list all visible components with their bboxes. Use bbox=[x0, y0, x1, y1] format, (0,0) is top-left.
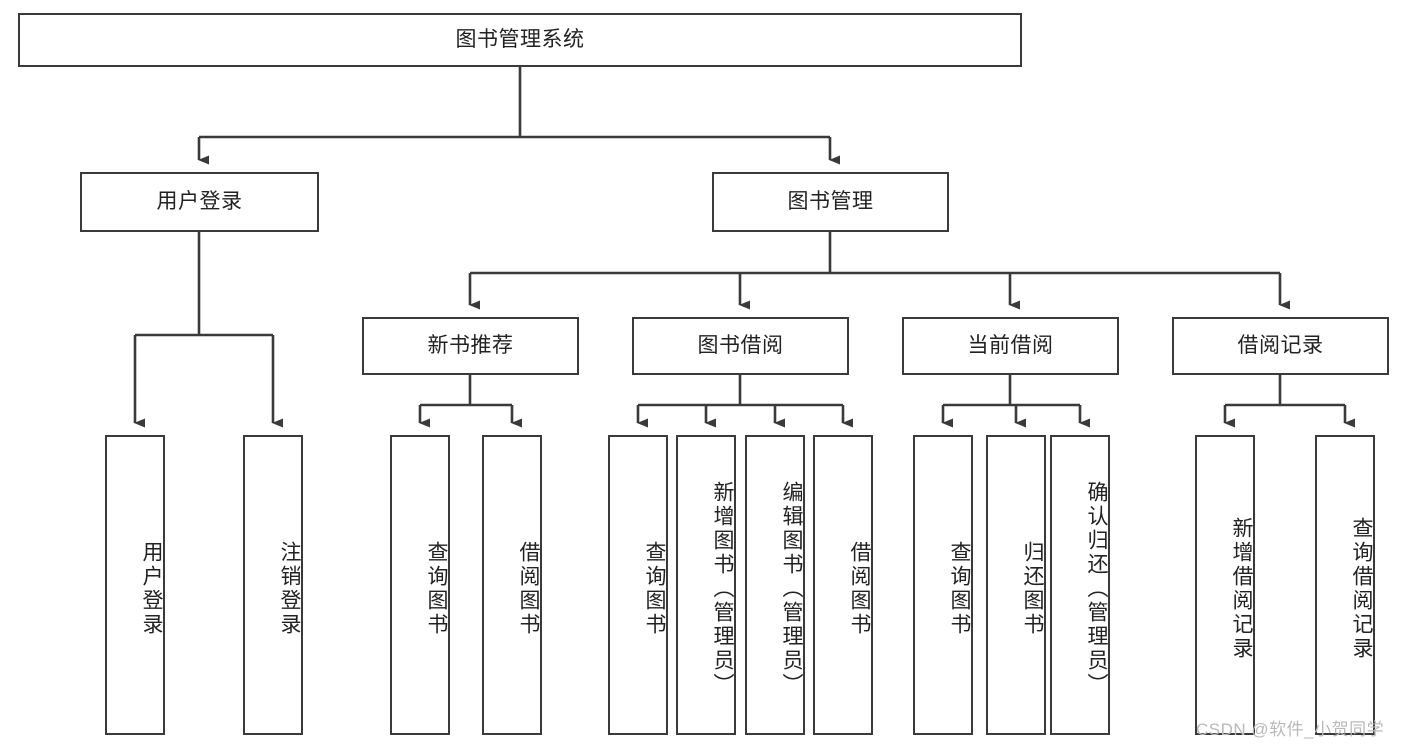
node-leaf-borrow-add[interactable]: 新增图书（管理员） bbox=[676, 435, 736, 735]
node-label: 借阅图书 bbox=[848, 541, 871, 637]
node-leaf-cur-return[interactable]: 归还图书 bbox=[986, 435, 1046, 735]
node-label: 当前借阅 bbox=[967, 334, 1054, 358]
node-label: 编辑图书（管理员） bbox=[780, 481, 803, 697]
node-label: 借阅图书 bbox=[517, 541, 540, 637]
node-book-borrow[interactable]: 图书借阅 bbox=[632, 317, 849, 375]
node-leaf-rec-add[interactable]: 新增借阅记录 bbox=[1195, 435, 1255, 735]
node-label: 查询借阅记录 bbox=[1350, 517, 1373, 661]
node-leaf-cur-confirm[interactable]: 确认归还（管理员） bbox=[1050, 435, 1110, 735]
node-borrow-record[interactable]: 借阅记录 bbox=[1172, 317, 1389, 375]
node-leaf-rec-query[interactable]: 查询图书 bbox=[390, 435, 450, 735]
node-user-login[interactable]: 用户登录 bbox=[80, 172, 319, 232]
node-label: 查询图书 bbox=[643, 541, 666, 637]
node-leaf-borrow-query[interactable]: 查询图书 bbox=[608, 435, 668, 735]
node-label: 借阅记录 bbox=[1237, 334, 1324, 358]
node-label: 查询图书 bbox=[425, 541, 448, 637]
node-root[interactable]: 图书管理系统 bbox=[18, 13, 1022, 67]
node-leaf-rec-borrow[interactable]: 借阅图书 bbox=[482, 435, 542, 735]
node-label: 注销登录 bbox=[278, 541, 301, 637]
node-leaf-cur-query[interactable]: 查询图书 bbox=[913, 435, 973, 735]
node-label: 新书推荐 bbox=[427, 334, 514, 358]
node-label: 用户登录 bbox=[140, 541, 163, 637]
node-label: 用户登录 bbox=[156, 190, 243, 214]
node-label: 新增图书（管理员） bbox=[711, 481, 734, 697]
node-book-manage[interactable]: 图书管理 bbox=[712, 172, 949, 232]
node-label: 新增借阅记录 bbox=[1230, 517, 1253, 661]
node-leaf-user-logout[interactable]: 注销登录 bbox=[243, 435, 303, 735]
node-current-borrow[interactable]: 当前借阅 bbox=[902, 317, 1119, 375]
node-label: 图书管理 bbox=[787, 190, 874, 214]
node-label: 查询图书 bbox=[948, 541, 971, 637]
node-new-book-rec[interactable]: 新书推荐 bbox=[362, 317, 579, 375]
node-leaf-rec-search[interactable]: 查询借阅记录 bbox=[1315, 435, 1375, 735]
node-leaf-borrow-lend[interactable]: 借阅图书 bbox=[813, 435, 873, 735]
node-label: 确认归还（管理员） bbox=[1085, 481, 1108, 697]
node-label: 图书管理系统 bbox=[455, 28, 585, 52]
node-leaf-borrow-edit[interactable]: 编辑图书（管理员） bbox=[745, 435, 805, 735]
node-leaf-user-login[interactable]: 用户登录 bbox=[105, 435, 165, 735]
node-label: 图书借阅 bbox=[697, 334, 784, 358]
node-label: 归还图书 bbox=[1021, 541, 1044, 637]
